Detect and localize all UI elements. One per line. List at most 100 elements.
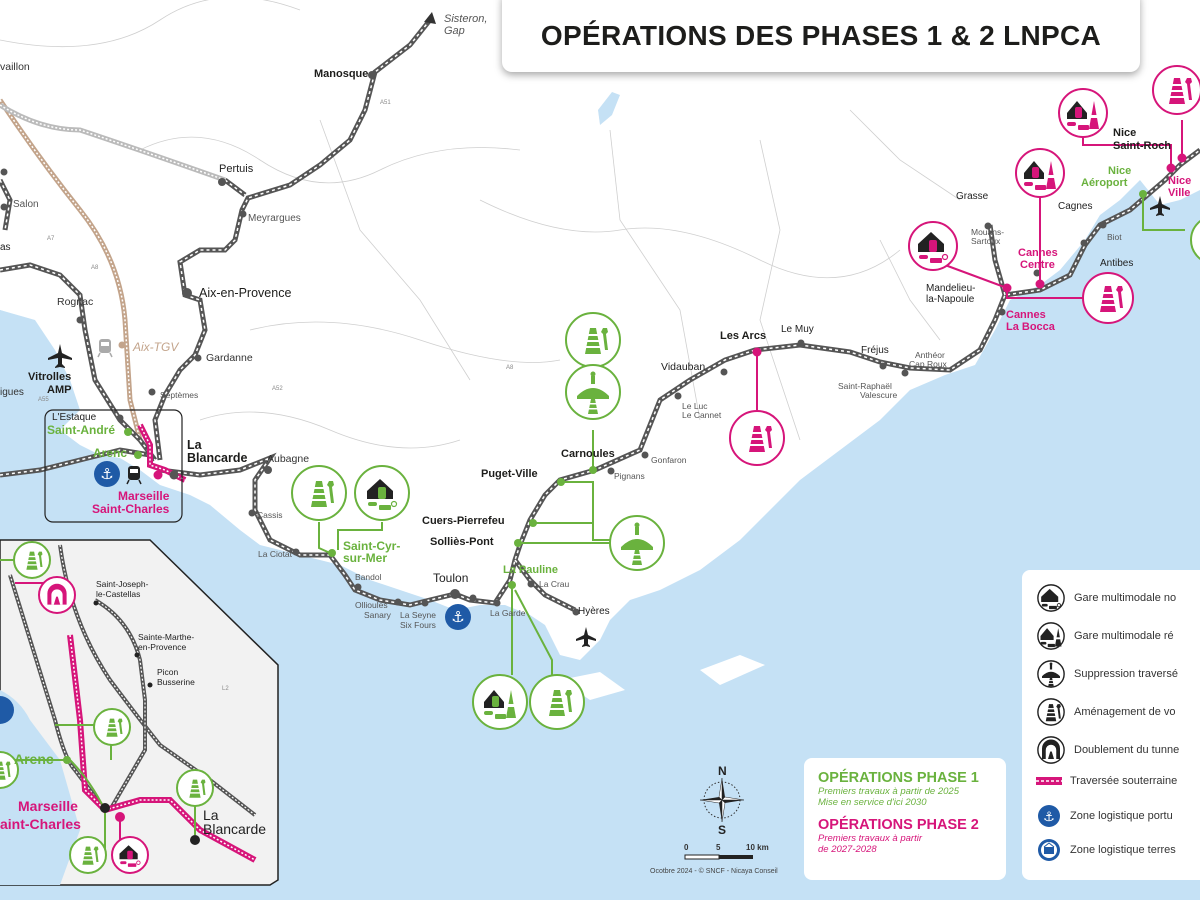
place-label-phase1: Arenc [14,751,54,767]
place-label: Valescure [860,390,898,400]
place-label: Antibes [1100,258,1134,269]
place-label: Les Arcs [720,330,767,342]
airplane-icon-hyeres [576,627,596,647]
place-label: la-Napoule [926,294,975,305]
title-panel: OPÉRATIONS DES PHASES 1 & 2 LNPCA [502,0,1140,72]
place-label: Gardanne [206,352,253,364]
scale-bar [684,854,753,860]
track-works-icon-hyeres [529,674,585,730]
place-label-phase2: Ville [1168,187,1191,199]
place-label: Cassis [257,510,283,520]
legend-item: Traversée souterraine [1036,775,1177,787]
road-label: A8 [506,365,514,371]
airplane-icon-nice [1150,196,1170,216]
place-label: La Garde [490,608,526,618]
place-label-phase1: La Pauline [503,564,559,576]
place-label: Solliès-Pont [430,536,494,548]
station-cone-icon-cannes [1015,148,1065,198]
train-icon-aix-tgv [97,339,113,358]
svg-text:⚓: ⚓ [451,608,464,626]
place-label-phase2: Marseille [118,489,170,503]
airplane-icon-marignane [48,344,72,368]
phase1-line2: Mise en service d'ici 2030 [818,797,927,809]
track-works-icon-carnoules [565,312,621,368]
road-label: A51 [380,100,391,106]
place-label: Blancarde [187,451,248,465]
svg-text:⚓: ⚓ [1043,810,1055,825]
track-works-icon-grenay [291,465,347,521]
place-label: Blancarde [203,821,267,837]
phase2-line1: Premiers travaux à partir [818,832,923,844]
place-label: Gap [444,25,465,37]
place-label: Sanary [364,610,391,620]
station-icon-nice-aeroport [1190,220,1200,260]
port-logistics-anchor-icon: ⚓ [1038,805,1060,827]
bridge-icon-sollies [609,515,665,571]
track-works-icon-nice-ville [1152,65,1200,115]
place-label: Anthéor [915,350,945,360]
place-label-phase1: Saint-Cyr- [343,539,401,553]
place-label: Grasse [956,191,989,202]
underground-crossing-line-icon [1036,777,1062,785]
place-label-phase1: Nice [1108,165,1132,177]
phase2-title: OPÉRATIONS PHASE 2 [818,816,979,833]
place-label: le-Castellas [96,589,141,599]
new-station-icon-saint-cyr [354,465,410,521]
place-label: en-Provence [138,642,187,652]
place-label: Cagnes [1058,201,1093,212]
place-label: Pignans [614,471,645,481]
phase1-line1: Premiers travaux à partir de 2025 [818,786,959,797]
place-label: La [203,807,219,823]
new-multimodal-station-icon [1037,584,1065,612]
legend-item: Zone logistique terres [1036,837,1176,863]
scale-end-label: 10 km [746,843,769,852]
track-works-icon [1037,698,1065,726]
legend-item: Gare multimodale ré [1036,621,1174,651]
place-label: La Crau [539,579,570,589]
station-cone-icon-nice-st-roch [1058,88,1108,138]
compass-rose-icon [699,777,745,823]
page-title: OPÉRATIONS DES PHASES 1 & 2 LNPCA [540,20,1102,51]
road-label: A7 [47,236,55,242]
place-label: Biot [1107,232,1122,242]
place-label-phase1: Arenc [93,446,128,460]
port-anchor-icon-toulon: ⚓ [445,604,471,630]
legend-item: Gare multimodale no [1036,583,1176,613]
etang-de-berre [0,310,80,445]
land-logistics-container-icon [1038,839,1060,861]
place-label-phase2: Nice [1168,175,1192,187]
tunnel-doubling-icon [1037,736,1065,764]
place-label-phase2: Saint-Charles [92,502,170,516]
place-label: Aix-en-Provence [199,286,292,300]
place-label: Hyères [578,606,610,617]
scale-start-label: 0 [684,843,689,852]
place-label: igues [0,387,24,398]
place-label: Septèmes [160,390,199,400]
place-label-phase2: Marseille [18,798,78,814]
place-label: Pertuis [219,163,254,175]
place-label: Gonfaron [651,455,687,465]
legend-item: Suppression traversé [1036,659,1178,689]
place-label: Sisteron, [444,13,488,25]
place-label: La Seyne [400,610,436,620]
road-label: A55 [38,397,49,403]
place-label: Sainte-Marthe- [138,632,195,642]
place-label: Aubagne [267,453,310,465]
place-label: Salon [13,199,39,210]
compass-south-label: S [718,823,727,837]
place-label: Puget-Ville [481,468,538,480]
place-label: Le Cannet [682,410,722,420]
boundaries [0,0,961,449]
compass-north-label: N [718,764,727,778]
road-label: A8 [91,265,99,271]
place-label: vaillon [0,61,30,73]
place-label-phase1: Saint-André [47,423,116,437]
place-label: Bandol [355,572,382,582]
train-icon-marseille [126,466,142,485]
track-works-icon-les-arcs [729,410,785,466]
road-label: A52 [272,386,283,392]
place-label: Le Luc [682,401,708,411]
place-label-phase1: sur-Mer [343,551,388,565]
place-label: AMP [47,384,72,396]
